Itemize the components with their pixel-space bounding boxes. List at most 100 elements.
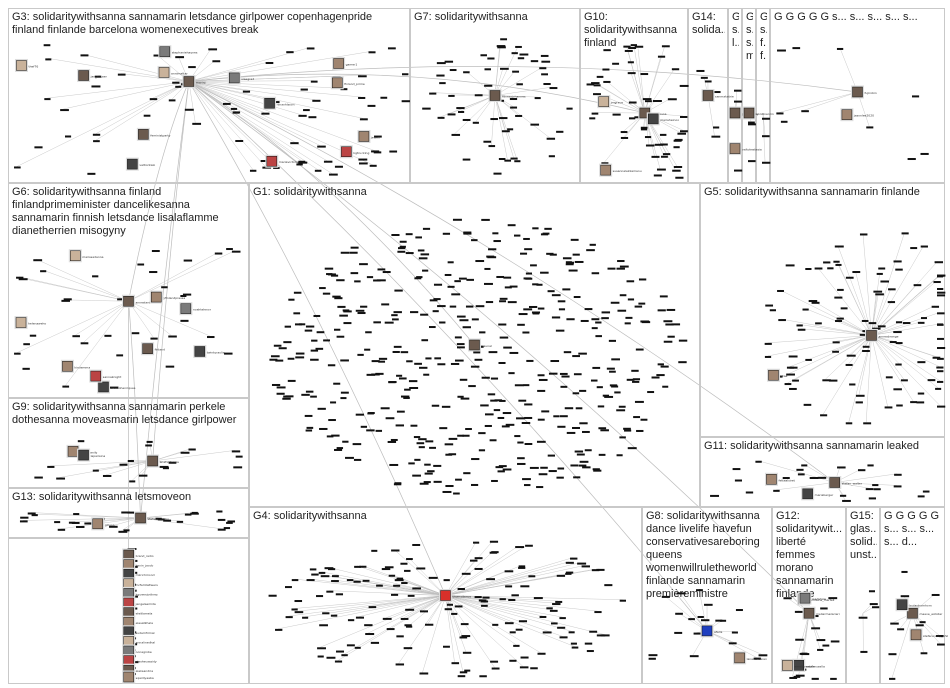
hub-node-feministparty[interactable]: feministparty [136, 127, 171, 141]
edge [633, 44, 645, 114]
hub-node-afonsohenriques[interactable]: afonsohenriques [97, 380, 136, 394]
node-marker [381, 303, 390, 306]
node-marker [934, 261, 944, 264]
hub-node-sanmakatrie[interactable]: sanmakatrie [701, 89, 734, 102]
hub-node-susannalekkamanu[interactable]: susannalekkamanu [599, 163, 642, 177]
inter-group-edge [188, 81, 835, 483]
hub-node-anetvidensia[interactable]: anetvidensia [146, 454, 179, 468]
hub-node-helenaweho[interactable]: helenaweho [14, 316, 47, 330]
edge [188, 75, 362, 82]
node-marker [454, 336, 462, 339]
hub-node-kgtrucking[interactable]: kgtrucking [339, 145, 370, 159]
hub-node-fitnessjohannes[interactable]: fitnessjohannes [488, 89, 526, 102]
hub-node-finland[interactable]: finland [141, 342, 165, 356]
hub-node-sqaidiyaaba[interactable]: sqaidiyaaba [122, 670, 154, 684]
hub-node-stephaniehaynes[interactable]: stephaniehaynes [158, 45, 198, 59]
node-marker [447, 285, 455, 288]
edge [494, 67, 543, 96]
node-marker [373, 321, 381, 324]
hub-node-label: mariaheinoo [660, 118, 679, 122]
hub-node-tjaunal[interactable]: tjaunal [468, 338, 492, 352]
hub-node-sannaknight[interactable]: sannaknight [89, 369, 122, 383]
hub-node-annimattar[interactable]: annimattar [157, 65, 189, 79]
edge [445, 595, 553, 611]
hub-node-mariavictoria[interactable]: mariavictoria [265, 154, 299, 168]
hub-node-maeve_estoller[interactable]: maeve_estoller [906, 606, 943, 620]
hub-node-annilinenrin[interactable]: annilinenrin [742, 106, 774, 120]
node-marker [442, 490, 452, 493]
hub-node-lanasundaren[interactable]: lanasundaren [733, 651, 767, 665]
hub-node-fettealsiret[interactable]: fettealsiret [764, 472, 796, 486]
node-marker [490, 399, 498, 402]
hub-node-afaris[interactable]: afaris [700, 624, 723, 638]
node-marker [380, 407, 390, 410]
node-marker [358, 158, 368, 161]
node-marker [275, 628, 283, 631]
edge [188, 81, 344, 89]
hub-node-thomsitanos[interactable]: thomsitanos [439, 589, 471, 602]
node-marker [404, 388, 411, 391]
node-marker [382, 617, 392, 620]
node-marker [359, 263, 368, 266]
node-marker [645, 100, 652, 103]
node-marker [901, 570, 908, 573]
node-marker [330, 274, 339, 277]
hub-node-amelianneale[interactable]: amelianneale [780, 658, 815, 672]
hub-node-valtokestesia[interactable]: valtokestesia [728, 142, 762, 156]
node-marker [586, 83, 595, 86]
hub-node-jasonlee2020[interactable]: jasonlee2020 [840, 108, 874, 122]
edge [288, 595, 446, 617]
node-marker [465, 428, 472, 431]
hub-node-marissadanna[interactable]: marissadanna [68, 249, 104, 263]
hub-node-mariaheinoo[interactable]: mariaheinoo [646, 112, 679, 126]
node-marker [753, 657, 761, 660]
hub-node-jan_elkjaer[interactable]: jan_elkjaer [77, 69, 108, 83]
hub-node-marinj[interactable]: marinj [182, 75, 206, 88]
hub-node-yfinlandpressa[interactable]: yfinlandpressa [149, 290, 186, 304]
hub-node-mariaberger[interactable]: mariaberger [801, 487, 834, 501]
node-marker [19, 520, 28, 523]
node-marker [638, 302, 646, 305]
node-marker [305, 429, 313, 432]
hub-node-noahtelenor[interactable]: noahtelenor [179, 302, 212, 316]
hub-node-laparisina[interactable]: laparisina [77, 448, 105, 462]
hub-node-stefan_walter[interactable]: stefan_walter [828, 476, 863, 489]
hub-node-laulastromhorn[interactable]: laulastromhorn [895, 598, 932, 612]
node-marker [168, 335, 177, 338]
hub-node-iaadshaw[interactable]: iaadshaw [798, 591, 827, 605]
node-marker [778, 319, 786, 322]
group-box-g1: G1: solidaritywithsanna [249, 183, 700, 507]
node-marker [539, 615, 547, 618]
node-marker [499, 598, 506, 601]
hub-node-stefanmamiko[interactable]: stefanmamiko [134, 511, 169, 525]
node-marker [584, 449, 592, 452]
hub-node-stefanovasy_phil[interactable]: stefanovasy_phil [909, 628, 949, 642]
hub-node-thef76[interactable]: thef76 [14, 58, 38, 72]
edge [403, 595, 446, 619]
hub-node-meliarmazarieri[interactable]: meliarmazarieri [802, 606, 840, 620]
hub-node-irtae[interactable]: irtae [766, 368, 788, 382]
node-marker [60, 109, 69, 112]
node-marker [907, 158, 916, 161]
hub-node-finland_prime[interactable]: finland_prime [330, 76, 365, 90]
node-marker [501, 425, 510, 428]
hub-node-kirsiemma[interactable]: kirsiemma [60, 359, 90, 373]
node-marker [917, 495, 925, 498]
hub-node-gillesp[interactable]: gillesp [91, 517, 115, 531]
node-marker [688, 618, 695, 621]
node-marker [400, 617, 409, 620]
hub-node-gamer1[interactable]: gamer1 [332, 56, 357, 70]
hub-node-twintyraulia[interactable]: twintyraulia [193, 344, 225, 358]
edge [344, 595, 446, 655]
hub-node-visegrad[interactable]: visegrad [227, 71, 254, 85]
hub-node-valtiontalo[interactable]: valtiontalo [125, 157, 156, 171]
hub-node-annestenhamre[interactable]: annestenhamre [122, 294, 159, 308]
hub-node-fujirobin[interactable]: fujirobin [851, 85, 877, 99]
hub-node-jewell[interactable]: jewell [357, 129, 380, 143]
node-marker [600, 429, 609, 432]
hub-node-anneabrange[interactable]: anneabrange [865, 328, 899, 342]
hub-node-ninaohlsson[interactable]: ninaohlsson [263, 96, 295, 110]
node-marker [644, 136, 652, 139]
hub-node-jmgrace[interactable]: jmgrace [597, 95, 623, 109]
node-marker [401, 582, 408, 585]
